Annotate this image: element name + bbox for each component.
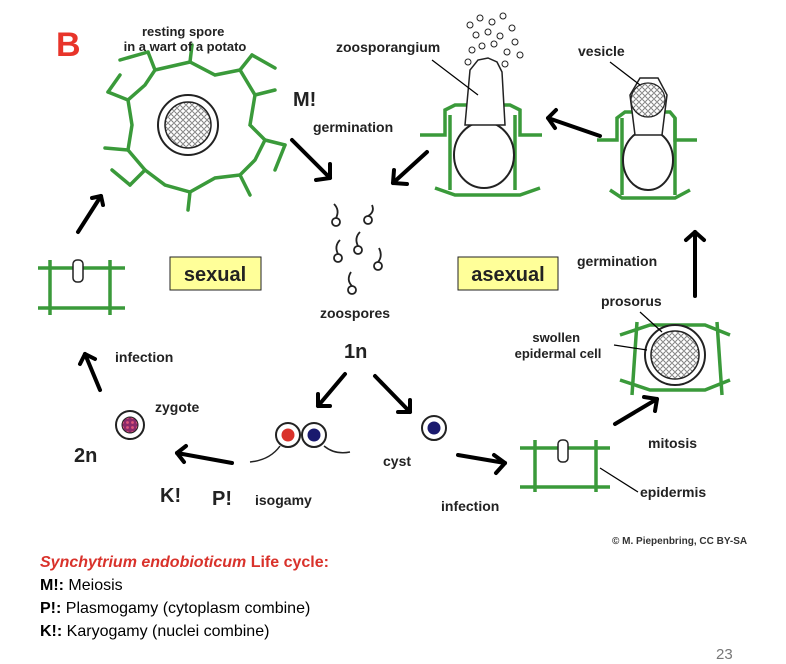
resting-spore-label: resting spore in a wart of a potato [124,24,247,54]
caption-line-meiosis: M!: Meiosis [40,574,600,597]
infection-left-label: infection [115,349,173,365]
prosorus-label: prosorus [601,293,662,309]
zoosporangium-label: zoosporangium [336,39,440,55]
caption-line-plasmogamy: P!: Plasmogamy (cytoplasm combine) [40,597,600,620]
zoospores [331,203,383,295]
caption-key: K!: [40,623,63,640]
sexual-box [169,256,262,291]
zygote-label: zygote [155,399,200,415]
zoosporangium [420,12,542,197]
haploid-label: 1n [344,341,367,363]
caption-key: M!: [40,577,64,594]
karyogamy-mark: K! [160,485,181,507]
species-name: Synchytrium endobioticum [40,554,247,571]
swollen-cell-label: swollen epidermal cell [515,330,602,361]
plasmogamy-mark: P! [212,488,232,510]
life-cycle-diagram: resting spore in a wart of a potato M! g… [38,12,731,514]
sexual-label: sexual [184,264,246,286]
resting-spore [164,101,212,149]
image-credit: © M. Piepenbring, CC BY-SA [612,536,748,547]
page-number: 23 [716,646,733,663]
mitosis-label: mitosis [648,435,697,451]
caption-key: P!: [40,600,62,617]
zoospores-label: zoospores [320,305,390,321]
resting-spore-wart [103,43,287,212]
panel-letter: B [56,26,81,64]
caption-line-karyogamy: K!: Karyogamy (nuclei combine) [40,620,600,643]
isogamy-label: isogamy [255,492,312,508]
cycle-arrows [76,108,706,475]
caption-text: Plasmogamy (cytoplasm combine) [61,600,311,617]
germination-right-label: germination [577,253,657,269]
isogametes [249,422,351,463]
caption-text: Karyogamy (nuclei combine) [62,623,270,640]
asexual-label: asexual [471,264,544,286]
caption-title-rest: Life cycle: [246,554,329,571]
vesicle-cell [597,77,697,200]
diploid-label: 2n [74,445,97,467]
asexual-box [457,256,559,291]
caption: Synchytrium endobioticum Life cycle: M!:… [40,551,600,643]
vesicle-label: vesicle [578,43,625,59]
caption-text: Meiosis [63,577,123,594]
epidermis-label: epidermis [640,484,706,500]
prosorus [650,330,700,380]
cyst-label: cyst [383,453,411,469]
germination-top-label: germination [313,119,393,135]
infection-bottom-label: infection [441,498,499,514]
meiosis-mark: M! [293,89,316,111]
caption-title: Synchytrium endobioticum Life cycle: [40,551,600,574]
